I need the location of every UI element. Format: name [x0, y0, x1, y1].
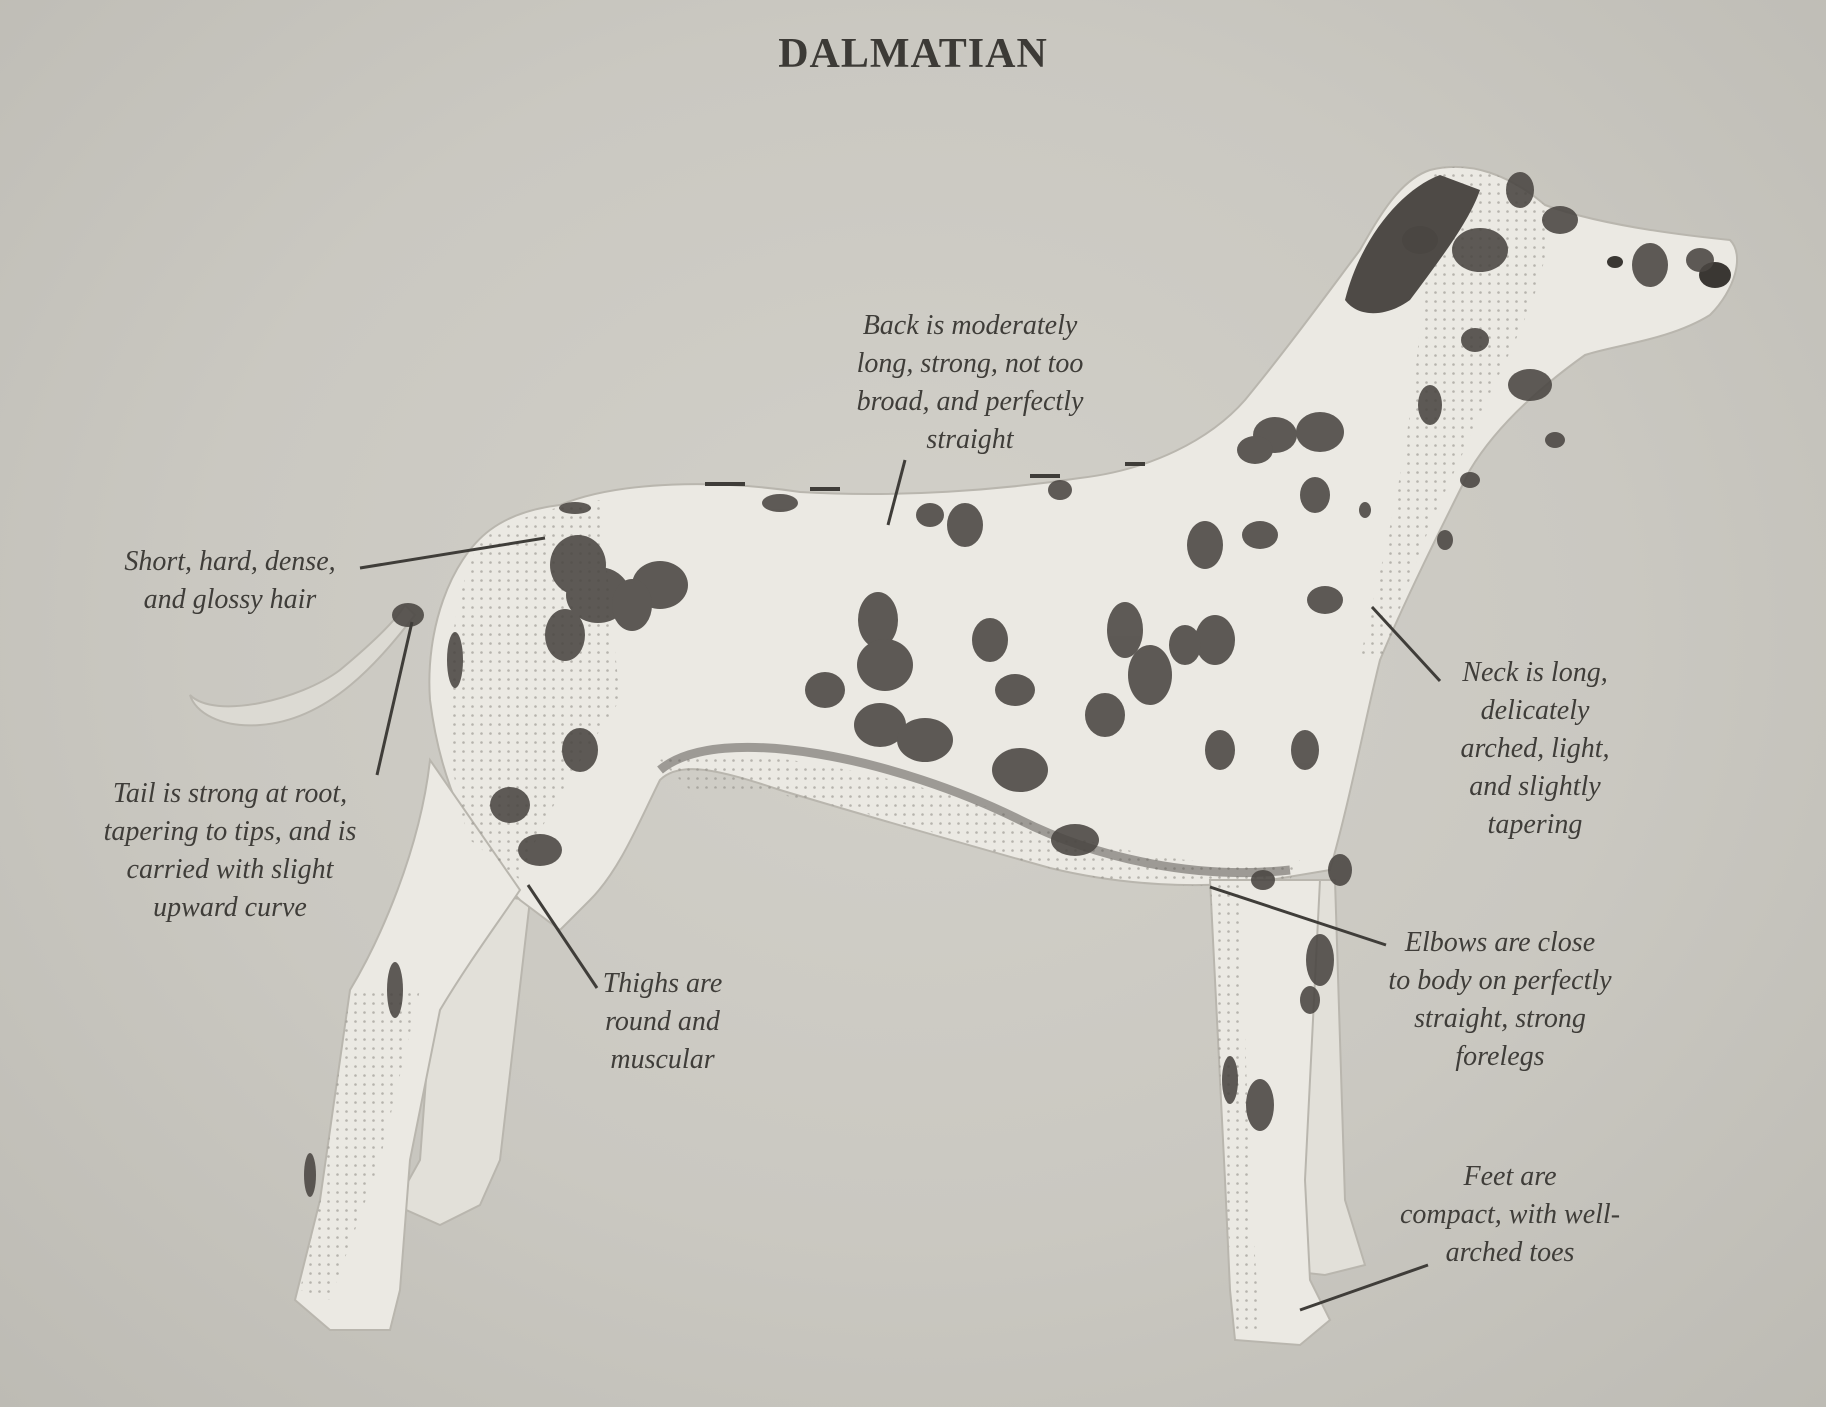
- page-title: DALMATIAN: [0, 30, 1826, 78]
- callout-hair: Short, hard, dense, and glossy hair: [100, 543, 360, 619]
- dog-eye: [1607, 256, 1623, 268]
- callout-thighs: Thighs are round and muscular: [560, 965, 765, 1079]
- callout-feet: Feet are compact, with well- arched toes: [1370, 1158, 1650, 1272]
- callout-elbows: Elbows are close to body on perfectly st…: [1365, 924, 1635, 1076]
- callout-neck: Neck is long, delicately arched, light, …: [1420, 654, 1650, 844]
- callout-back: Back is moderately long, strong, not too…: [810, 307, 1130, 459]
- callout-tail: Tail is strong at root, tapering to tips…: [75, 775, 385, 927]
